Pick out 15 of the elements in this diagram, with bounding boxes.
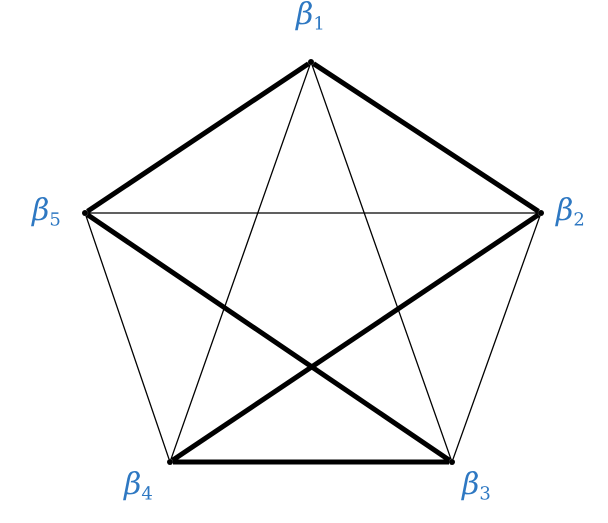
graph-edge [171, 212, 540, 462]
graph-edge [311, 64, 452, 460]
vertex-label: β$_{3}$ [462, 470, 491, 504]
graph-edge [86, 212, 451, 462]
vertex-label: β$_{4}$ [124, 470, 153, 504]
graph-edge [173, 460, 449, 464]
graph-edge [88, 212, 538, 214]
graph-edge [312, 62, 540, 214]
vertex-label: β$_{1}$ [296, 0, 325, 34]
vertex-label: β$_{2}$ [556, 196, 585, 230]
graph-edge [86, 62, 310, 214]
graph-edge [452, 216, 541, 460]
vertex-label: β$_{5}$ [32, 196, 61, 230]
graph-edge [170, 64, 311, 460]
graph-edge [85, 216, 170, 460]
